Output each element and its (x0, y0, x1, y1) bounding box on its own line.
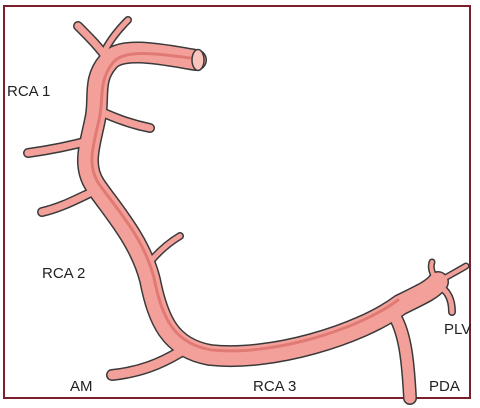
vessel-end-cap (191, 48, 205, 72)
label-pda: PDA (429, 378, 460, 395)
label-am: AM (70, 378, 93, 395)
vessel-fills (24, 17, 468, 404)
label-plv: PLV (444, 321, 472, 338)
label-rca3: RCA 3 (253, 378, 297, 395)
label-rca2: RCA 2 (42, 265, 86, 282)
label-rca1: RCA 1 (7, 83, 51, 100)
vessel-shading (90, 52, 400, 353)
